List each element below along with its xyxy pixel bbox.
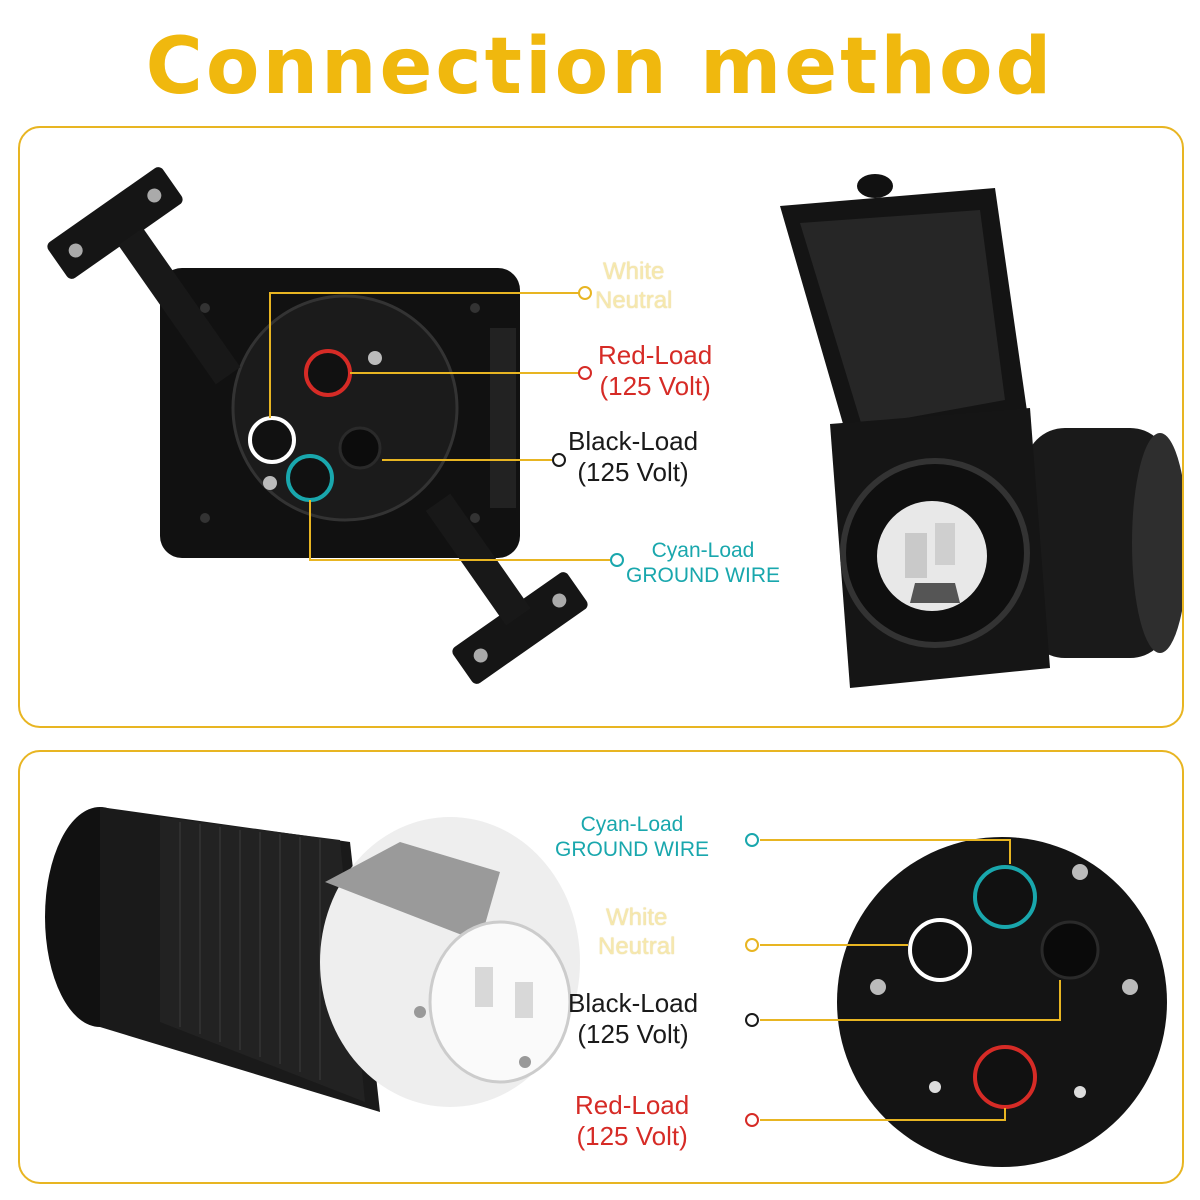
bottom-white-label: White Neutral <box>598 904 675 962</box>
bottom-red-marker <box>745 1113 759 1127</box>
top-white-label: White Neutral <box>595 258 672 316</box>
top-red-line2: (125 Volt) <box>599 371 711 402</box>
bottom-white-line2: Neutral <box>598 932 676 960</box>
bottom-cyan-marker <box>745 833 759 847</box>
black-load-marker <box>552 453 566 467</box>
bottom-leader-lines <box>760 839 1061 1121</box>
top-panel: White Neutral Red-Load (125 Volt) Black-… <box>18 126 1184 728</box>
inlet-back-photo <box>47 167 588 684</box>
bottom-white-marker <box>745 938 759 952</box>
top-cyan-label: Cyan-Load GROUND WIRE <box>626 538 780 588</box>
inlet-front-photo <box>780 174 1182 688</box>
top-red-label: Red-Load (125 Volt) <box>598 340 712 402</box>
bottom-black-line2: (125 Volt) <box>577 1019 689 1050</box>
bottom-black-label: Black-Load (125 Volt) <box>568 988 698 1050</box>
top-black-line1: Black-Load <box>568 426 699 456</box>
bottom-black-line1: Black-Load <box>568 988 699 1018</box>
bottom-red-line2: (125 Volt) <box>576 1121 688 1152</box>
page-title: Connection method <box>145 22 1055 112</box>
bottom-cyan-line1: Cyan-Load <box>580 813 684 836</box>
inlet-closeup-photo <box>837 837 1167 1167</box>
top-cyan-line2: GROUND WIRE <box>626 564 780 588</box>
top-black-line2: (125 Volt) <box>577 457 689 488</box>
white-neutral-marker <box>578 286 592 300</box>
bottom-panel: Cyan-Load GROUND WIRE White Neutral Blac… <box>18 750 1184 1184</box>
connector-photo <box>45 807 580 1112</box>
bottom-cyan-line2: GROUND WIRE <box>555 838 709 862</box>
bottom-illustration <box>45 807 1167 1167</box>
top-white-line1: White <box>603 258 665 285</box>
top-illustration <box>47 167 1182 688</box>
top-white-line2: Neutral <box>595 286 673 314</box>
bottom-red-label: Red-Load (125 Volt) <box>575 1090 689 1152</box>
bottom-white-line1: White <box>606 904 668 931</box>
top-red-line1: Red-Load <box>598 340 713 370</box>
bottom-black-marker <box>745 1013 759 1027</box>
top-black-label: Black-Load (125 Volt) <box>568 426 698 488</box>
top-cyan-line1: Cyan-Load <box>651 539 755 562</box>
bottom-cyan-label: Cyan-Load GROUND WIRE <box>555 812 709 862</box>
bottom-red-line1: Red-Load <box>575 1090 690 1120</box>
top-leader-lines <box>269 292 610 561</box>
cyan-load-marker <box>610 553 624 567</box>
red-load-marker <box>578 366 592 380</box>
